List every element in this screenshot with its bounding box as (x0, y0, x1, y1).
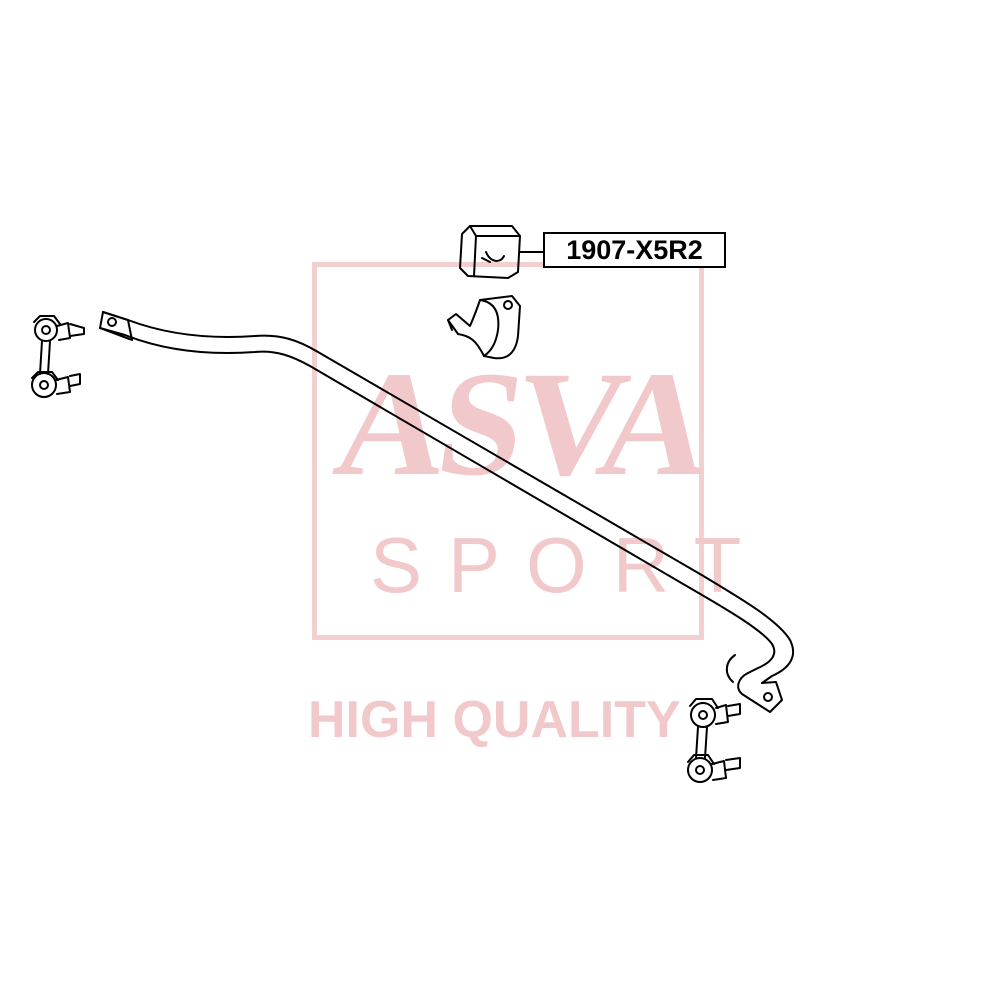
watermark-sub: SPORT (370, 521, 768, 609)
bushing-part (459, 225, 521, 279)
part-number-label: 1907-X5R2 (543, 232, 726, 268)
stabilizer-link-right (687, 698, 741, 783)
watermark-tagline: HIGH QUALITY (308, 691, 681, 749)
watermark-frame (312, 262, 704, 640)
stabilizer-link-left (31, 315, 85, 398)
bracket (447, 295, 521, 360)
stabilizer-bar (99, 311, 795, 713)
